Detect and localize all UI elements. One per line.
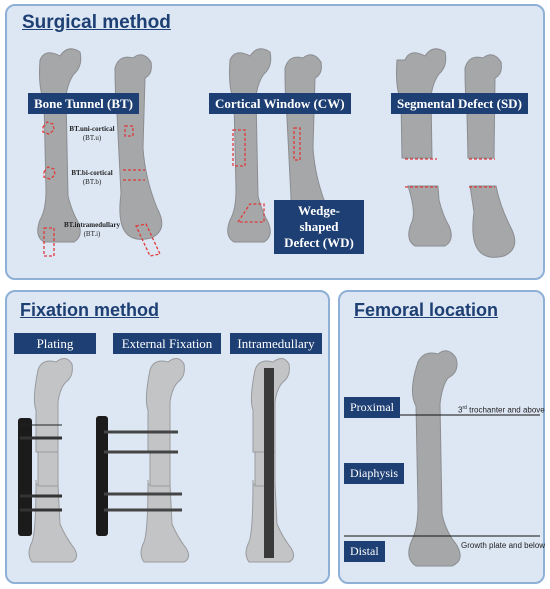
fixation-method-title: Fixation method (20, 300, 159, 320)
bt-intra-name: BT.intramedullary (63, 221, 121, 229)
bt-bi-text: BT.bi-cortical (BT.b) (62, 169, 122, 187)
diaphysis-label: Diaphysis (344, 463, 404, 484)
wedge-defect-line1: Wedge-shaped (298, 203, 340, 234)
bt-intra-text: BT.intramedullary (BT.i) (62, 221, 122, 239)
bt-intra-defect (43, 227, 55, 257)
bt-uni-abbr: (BT.u) (82, 134, 102, 142)
cw-side-defect (293, 127, 301, 161)
segmental-defect-label: Segmental Defect (SD) (391, 93, 528, 114)
external-fixation-bone (140, 358, 190, 563)
wedge-defect-line2: Defect (WD) (284, 235, 354, 250)
bt-uni-side-defect (124, 125, 134, 137)
cortical-window-label: Cortical Window (CW) (209, 93, 351, 114)
bone-tunnel-label: Bone Tunnel (BT) (28, 93, 139, 114)
bt-bi-name: BT.bi-cortical (71, 169, 113, 177)
plating-label: Plating (14, 333, 96, 354)
bt-bi-defect (43, 166, 56, 180)
bt-uni-defect (42, 121, 55, 135)
bt-bi-abbr: (BT.b) (82, 178, 102, 186)
intramedullary-label: Intramedullary (230, 333, 322, 354)
intramedullary-nail (264, 368, 274, 558)
plating-bone (28, 358, 78, 563)
external-fixator-hardware (96, 416, 182, 536)
proximal-label: Proximal (344, 397, 400, 418)
bt-uni-text: BT.uni-cortical (BT.u) (62, 125, 122, 143)
surgical-method-title: Surgical method (22, 12, 171, 33)
wedge-defect-label: Wedge-shaped Defect (WD) (274, 200, 364, 254)
plate-hardware (18, 418, 62, 536)
bt-uni-name: BT.uni-cortical (69, 125, 115, 133)
bt-intra-side-defect (135, 223, 161, 257)
cw-window-defect (232, 129, 246, 167)
distal-note: Growth plate and below (461, 541, 546, 550)
bt-intra-abbr: (BT.i) (83, 230, 101, 238)
wd-defect (236, 203, 265, 223)
proximal-note: 3rd trochanter and above (458, 405, 545, 415)
femoral-location-title: Femoral location (354, 300, 499, 320)
external-fixation-label: External Fixation (113, 333, 221, 354)
distal-label: Distal (344, 541, 385, 562)
